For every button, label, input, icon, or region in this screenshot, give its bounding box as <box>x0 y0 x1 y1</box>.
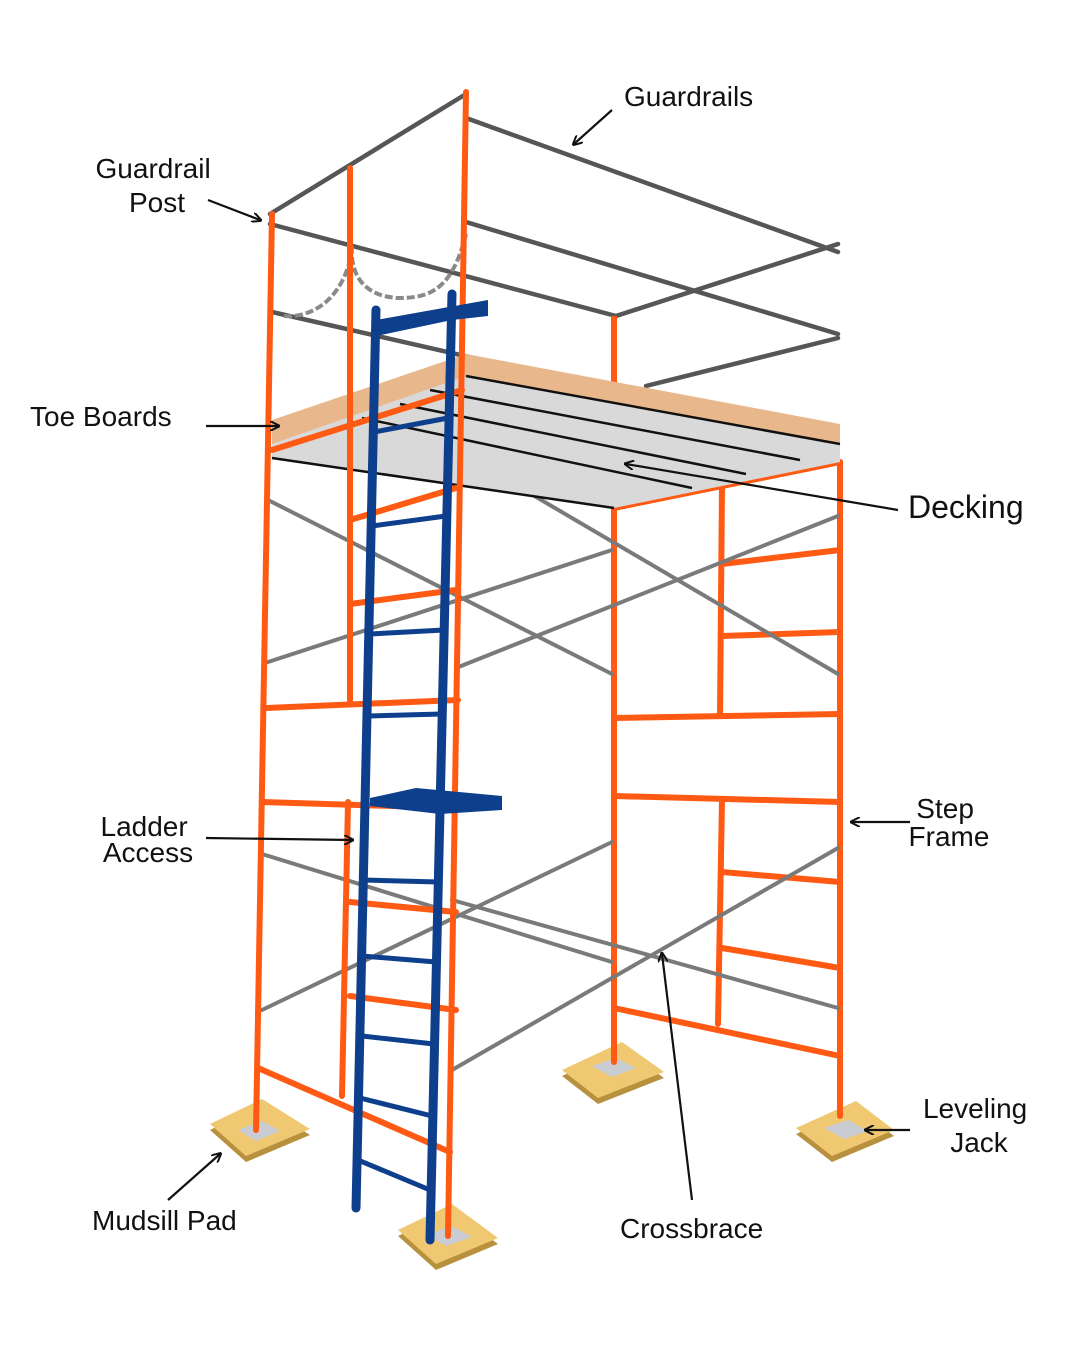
mudsill-pad-front-left <box>210 1099 310 1162</box>
callout-arrows <box>167 109 910 1201</box>
crossbrace-label: Crossbrace <box>620 1213 763 1244</box>
labels: Guardrails Guardrail Post Toe Boards Dec… <box>30 81 1035 1244</box>
ladder <box>351 289 502 1245</box>
crossbrace-arrow <box>662 954 694 1201</box>
decking-label: Decking <box>908 489 1024 525</box>
mudsill-pad-back-left <box>562 1042 664 1104</box>
guardrail-chain <box>349 233 468 301</box>
step-frame-front <box>253 89 469 1239</box>
step-frame-label: Step Frame <box>909 793 990 852</box>
guardrails <box>267 91 841 393</box>
guardrails-arrow <box>574 109 613 144</box>
ladder-access-label: Ladder Access <box>101 811 196 868</box>
platform <box>271 354 841 510</box>
step-frame-rear <box>611 459 843 1119</box>
guardrail-post-arrow <box>207 198 260 220</box>
decking-arrow <box>626 464 899 512</box>
mudsill-pads <box>210 1042 894 1270</box>
ladder-access-arrow <box>205 838 352 840</box>
decking <box>272 376 840 508</box>
mudsill-pad-arrow <box>167 1154 220 1201</box>
guardrails-label: Guardrails <box>624 81 753 112</box>
toe-boards-label: Toe Boards <box>30 401 172 432</box>
guardrail-chain-lower <box>283 259 352 319</box>
ladder-hook-top <box>376 300 488 336</box>
guardrail-post-label: Guardrail Post <box>96 153 219 218</box>
ladder-hook-mid <box>370 788 502 814</box>
mudsill-pad-label: Mudsill Pad <box>92 1205 237 1236</box>
mudsill-pad-back-right <box>796 1101 894 1162</box>
leveling-jack-label: Leveling Jack <box>923 1093 1035 1158</box>
